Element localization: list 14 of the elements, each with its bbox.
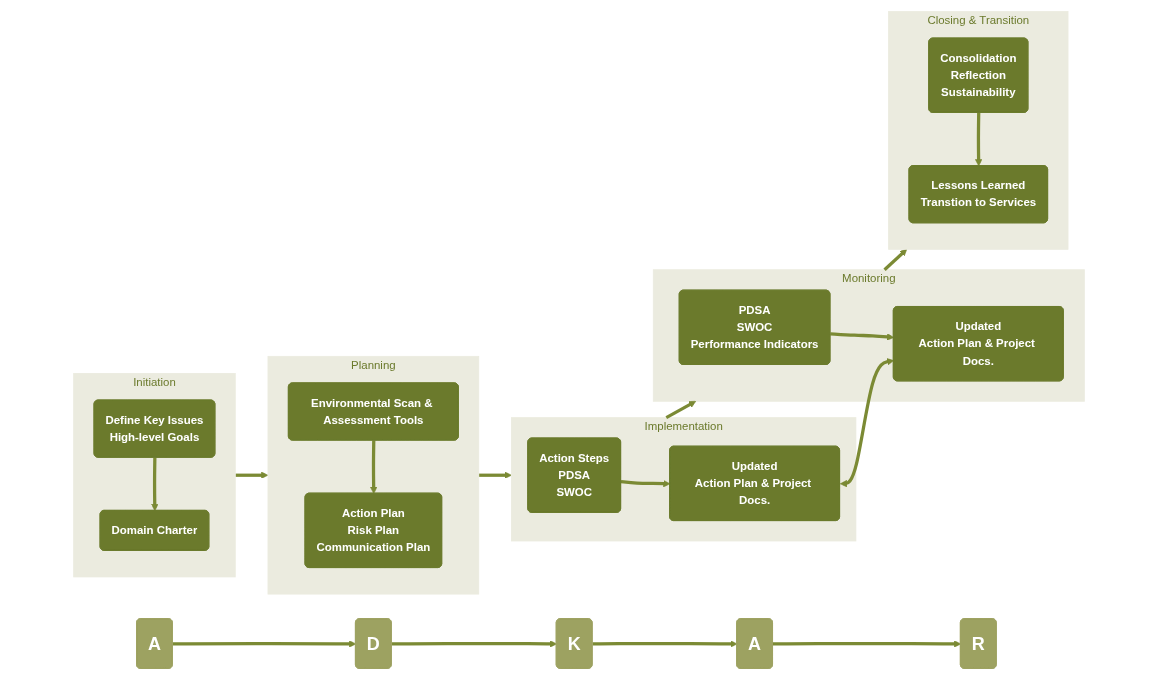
arrow xyxy=(151,457,159,511)
arrow xyxy=(975,112,983,166)
arrow xyxy=(370,439,378,494)
arrow xyxy=(830,331,895,340)
arrow xyxy=(235,471,269,479)
arrow xyxy=(172,639,357,647)
arrow xyxy=(665,400,697,419)
arrow xyxy=(840,357,895,487)
arrow xyxy=(620,479,671,487)
arrow xyxy=(772,639,962,647)
arrow xyxy=(592,639,738,647)
arrow xyxy=(478,471,512,479)
arrow xyxy=(391,639,557,647)
arrow xyxy=(883,248,908,271)
